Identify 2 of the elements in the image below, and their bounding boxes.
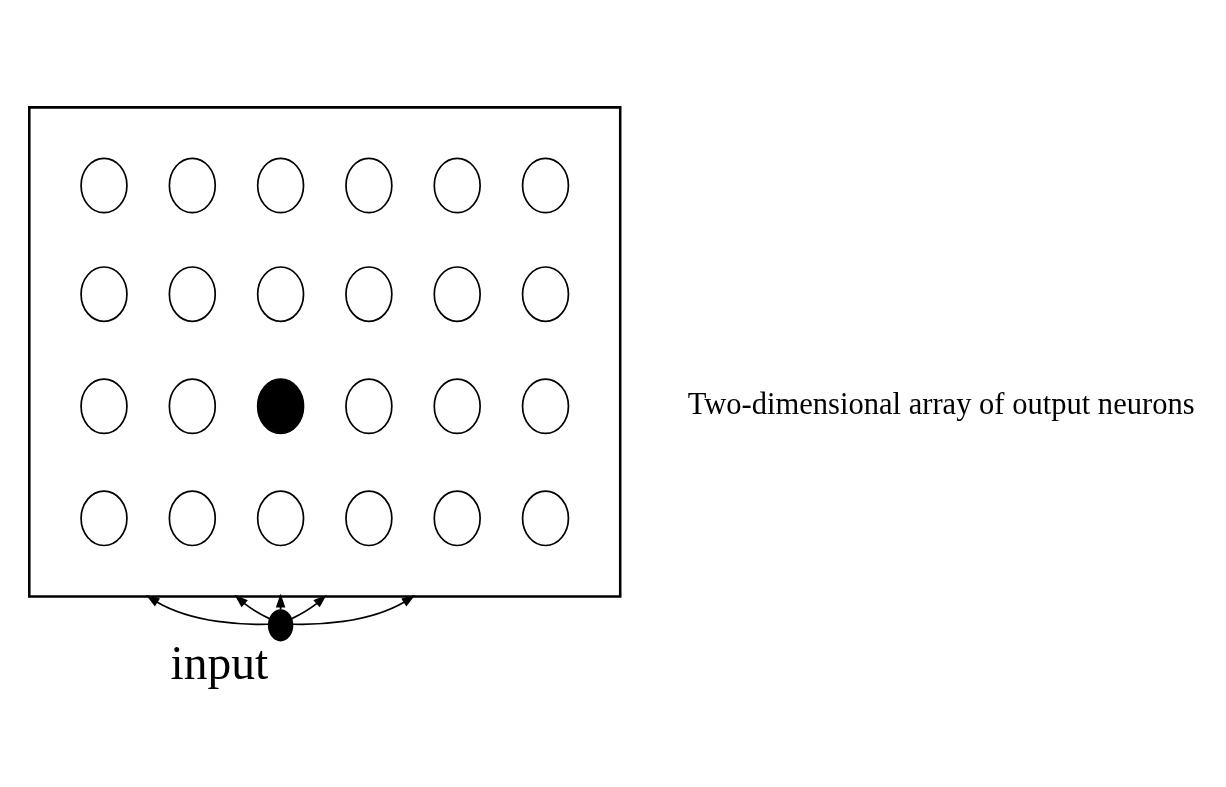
node-label: input xyxy=(170,636,269,689)
node-label: Two-dimensional array of output neurons xyxy=(687,386,1195,421)
